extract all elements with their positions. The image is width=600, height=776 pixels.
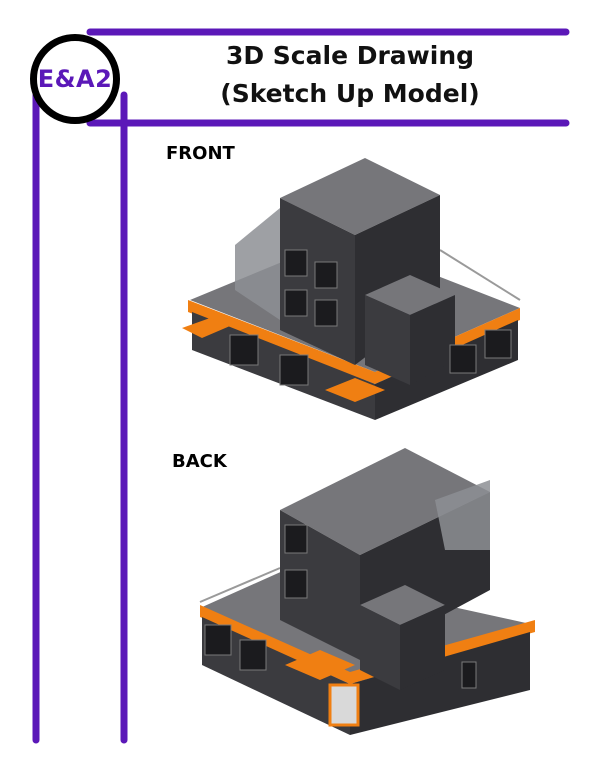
logo-badge: E&A2: [30, 34, 120, 124]
back-model-illustration: [199, 448, 535, 735]
front-view-label: FRONT: [166, 143, 235, 164]
front-lower-trim-left: [188, 300, 375, 384]
front-small-block-right: [410, 295, 455, 385]
back-garage-door: [328, 683, 360, 727]
front-model-illustration: [182, 158, 521, 420]
back-lower-wall-right: [350, 632, 530, 735]
front-small-block-left: [365, 295, 410, 385]
back-garage-canopy: [285, 650, 355, 680]
back-small-block-roof: [360, 585, 445, 625]
back-lower-wall-left: [202, 617, 350, 735]
back-small-block-right: [400, 605, 445, 690]
front-tower-roof: [280, 158, 440, 235]
front-side-canopy: [182, 318, 230, 338]
back-glass-corner: [435, 480, 490, 550]
page-title: 3D Scale Drawing: [225, 41, 475, 70]
front-lower-wall-right: [375, 320, 518, 420]
front-glass-corner: [235, 208, 280, 320]
back-windows: [204, 524, 477, 689]
page-subtitle: (Sketch Up Model): [220, 79, 480, 108]
logo-badge-text: E&A2: [37, 65, 113, 93]
back-view-label: BACK: [172, 451, 227, 472]
front-windows: [229, 249, 512, 386]
back-tower-roof: [280, 448, 490, 555]
front-railing: [439, 249, 521, 301]
back-railing: [199, 567, 281, 603]
back-small-block-left: [360, 605, 400, 690]
front-entrance-canopy: [325, 378, 385, 402]
